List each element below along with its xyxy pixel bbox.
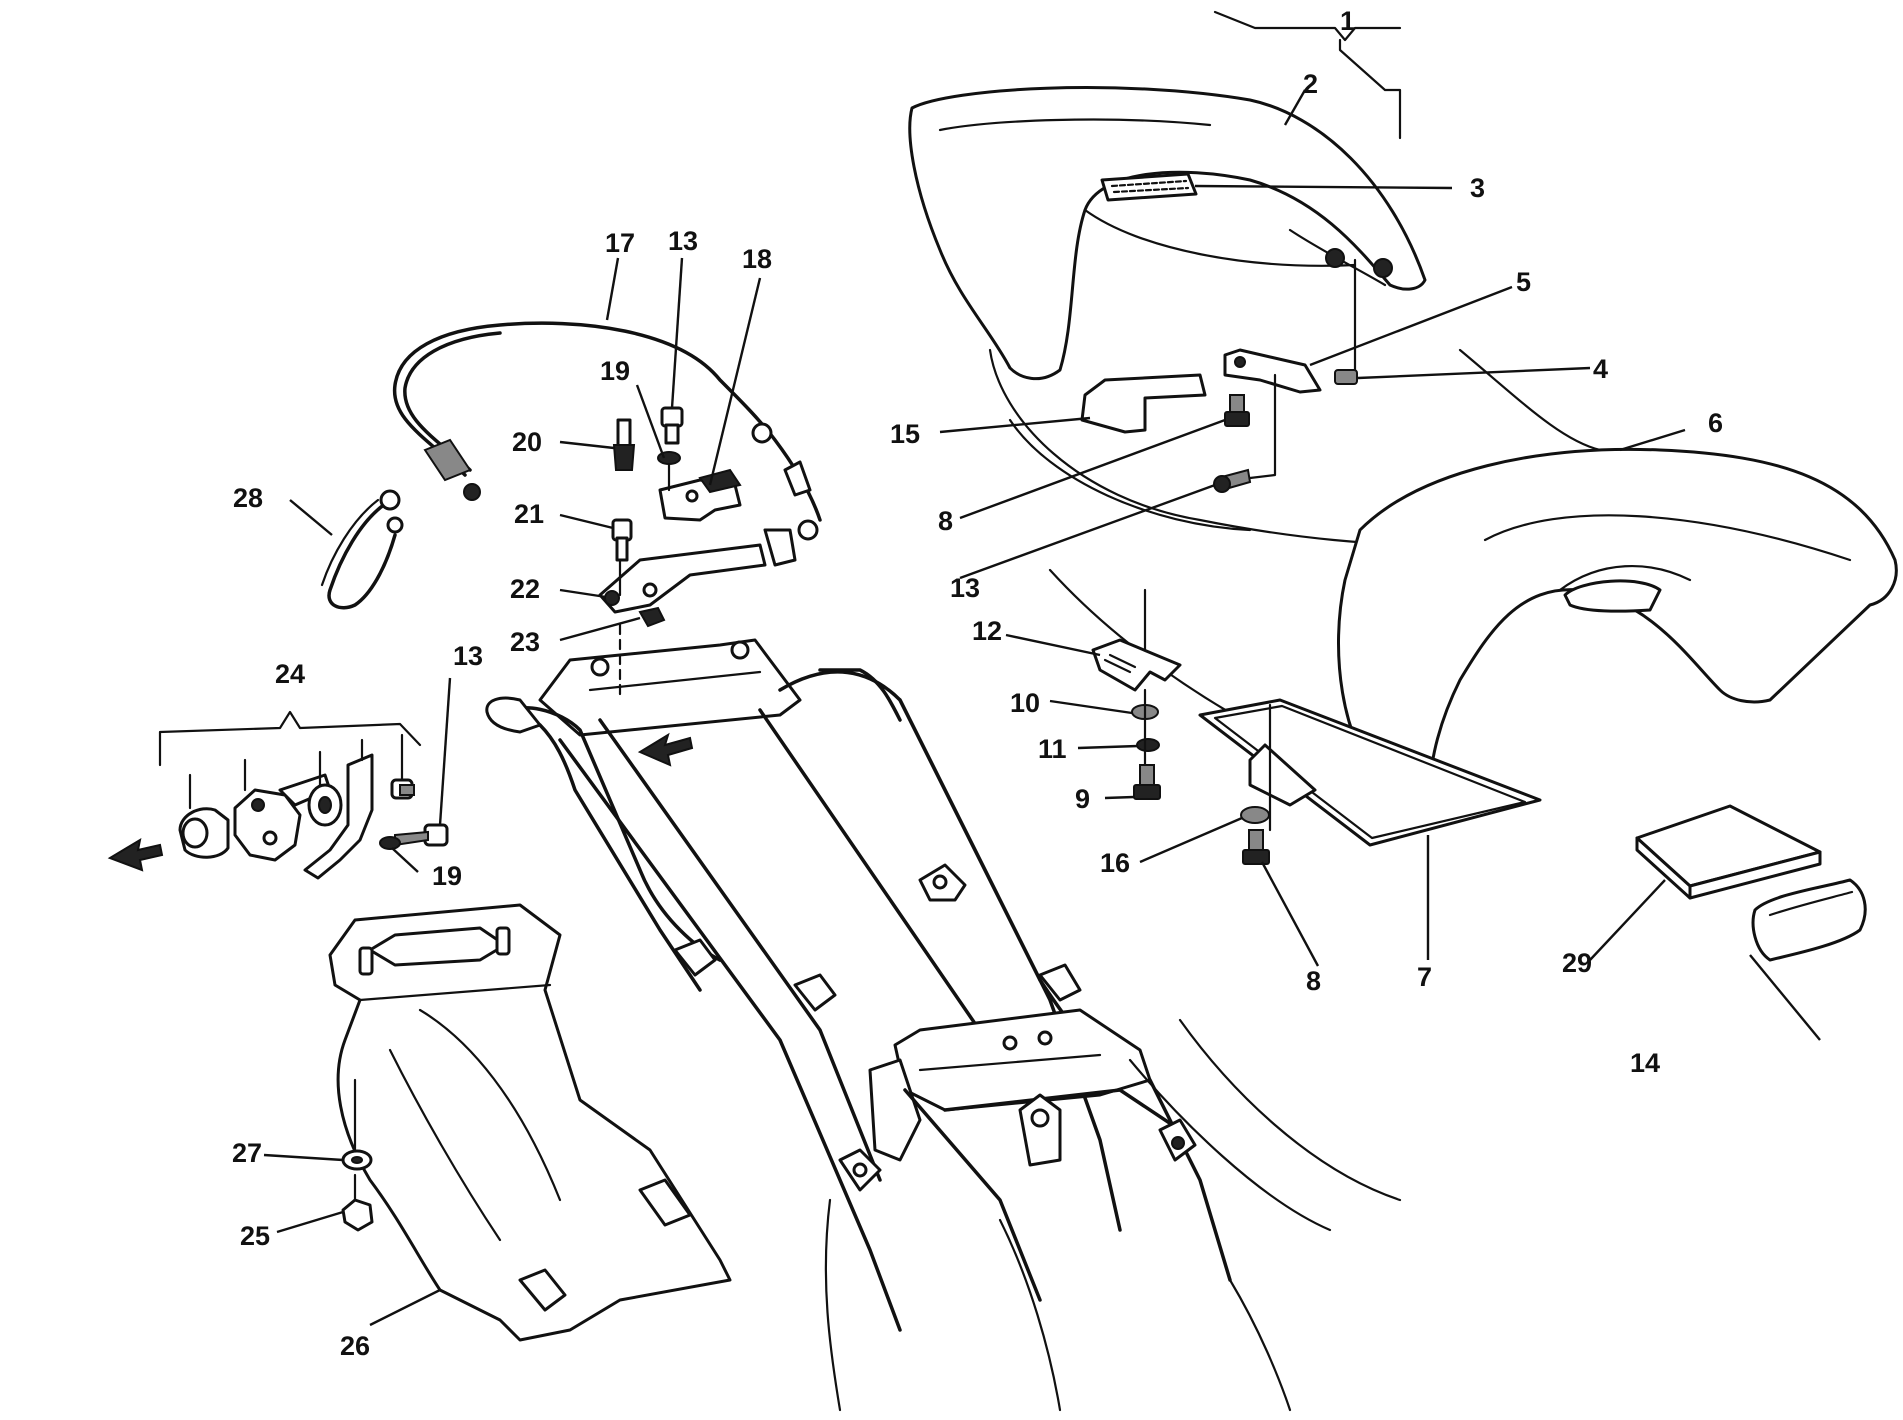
callout-3: 3 — [1470, 173, 1485, 203]
callout-15: 15 — [890, 419, 920, 449]
leader-lines — [263, 89, 1821, 1327]
frame — [485, 638, 1402, 1412]
callout-25: 25 — [240, 1221, 270, 1251]
callout-10: 10 — [1010, 688, 1040, 718]
pads — [1635, 804, 1867, 962]
callout-5: 5 — [1516, 267, 1531, 297]
callout-16: 16 — [1100, 848, 1130, 878]
callout-8-upper: 8 — [938, 506, 953, 536]
callout-23: 23 — [510, 627, 540, 657]
key-lock-parts — [107, 733, 449, 880]
callout-2: 2 — [1303, 69, 1318, 99]
callout-27: 27 — [232, 1138, 262, 1168]
callout-26: 26 — [340, 1331, 370, 1361]
callout-17: 17 — [605, 228, 635, 258]
callout-14: 14 — [1630, 1048, 1660, 1078]
callout-labels: 1 2 3 4 5 6 7 8 8 9 10 11 12 13 13 13 14… — [232, 6, 1723, 1361]
callout-20: 20 — [512, 427, 542, 457]
callout-4: 4 — [1593, 354, 1608, 384]
seat-release-cable — [392, 321, 822, 567]
group-braces — [158, 10, 1402, 767]
callout-19-key: 19 — [432, 861, 462, 891]
lanyard — [320, 489, 404, 610]
callout-11: 11 — [1038, 734, 1067, 764]
passenger-seat — [1337, 447, 1898, 801]
callout-18: 18 — [742, 244, 772, 274]
callout-13-seat: 13 — [950, 573, 980, 603]
seat-fasteners — [1131, 369, 1358, 865]
assembly-lines — [1143, 258, 1357, 832]
callout-7: 7 — [1417, 962, 1432, 992]
callout-24: 24 — [275, 659, 305, 689]
callout-1: 1 — [1340, 6, 1355, 36]
under-tray-fasteners — [341, 1078, 374, 1232]
tray — [1198, 698, 1542, 847]
seat-cowl — [908, 86, 1427, 381]
callout-29: 29 — [1562, 948, 1592, 978]
seat-brackets — [1080, 348, 1322, 807]
under-tray — [328, 903, 732, 1342]
callout-13-lock: 13 — [668, 226, 698, 256]
callout-6: 6 — [1708, 408, 1723, 438]
callout-19-lock: 19 — [600, 356, 630, 386]
callout-12: 12 — [972, 616, 1002, 646]
callout-8-lower: 8 — [1306, 966, 1321, 996]
callout-21: 21 — [514, 499, 544, 529]
callout-22: 22 — [510, 574, 540, 604]
callout-28: 28 — [233, 483, 263, 513]
callout-13-key: 13 — [453, 641, 483, 671]
callout-9: 9 — [1075, 784, 1090, 814]
lock-assembly — [598, 406, 767, 702]
